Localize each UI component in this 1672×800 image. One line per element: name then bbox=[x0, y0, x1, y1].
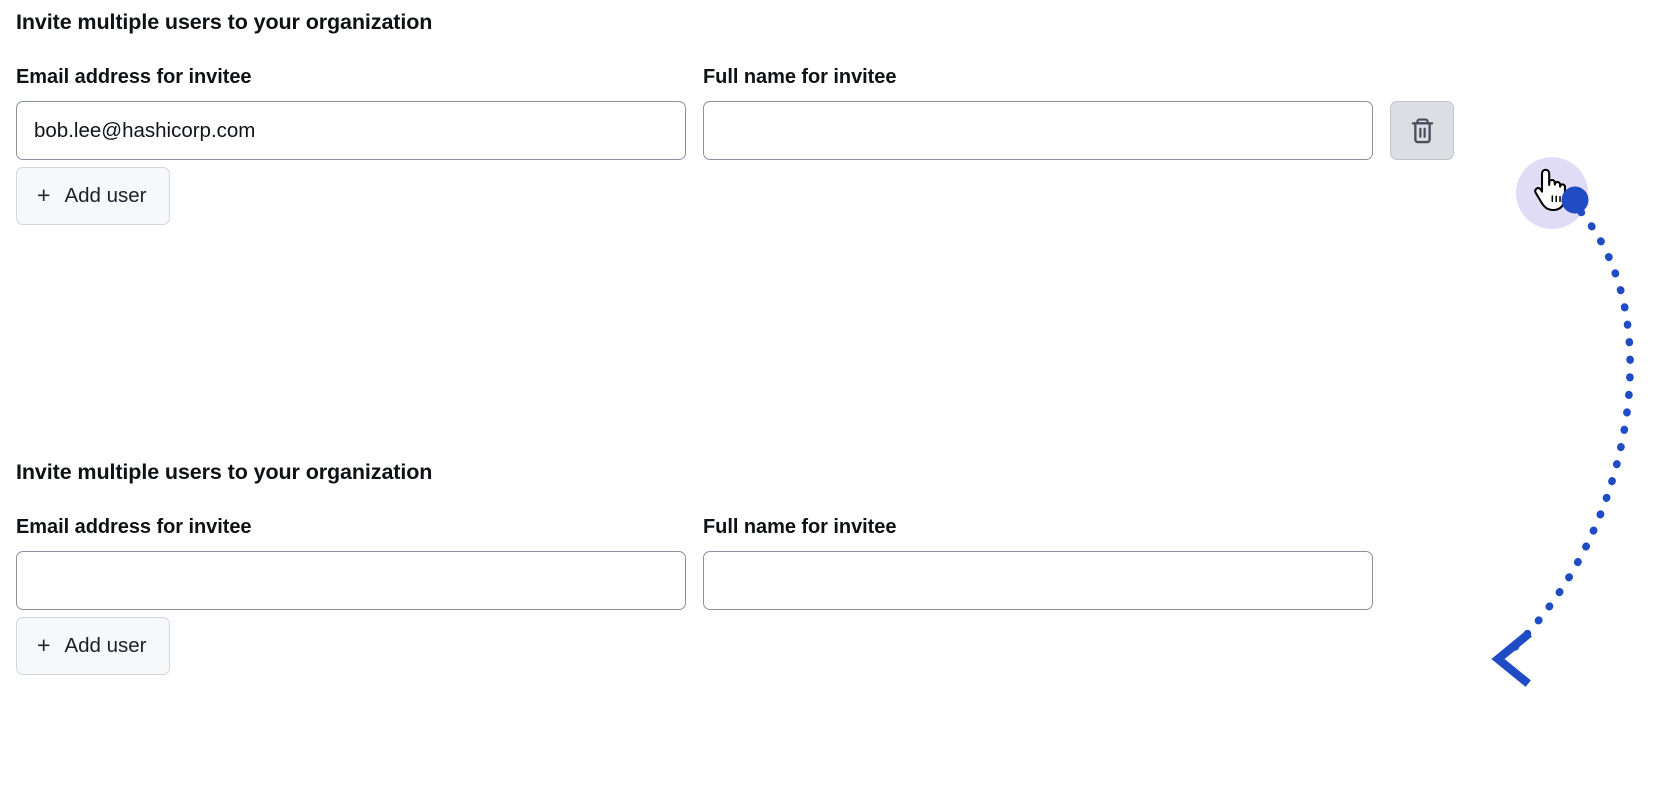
arrow-start-dot bbox=[1561, 186, 1589, 214]
email-field-group-2: Email address for invitee bbox=[16, 515, 686, 610]
arrow-dotted-curve bbox=[1501, 208, 1634, 661]
invitee-row-2: Email address for invitee Full name for … bbox=[16, 515, 1636, 610]
delete-invitee-button[interactable] bbox=[1390, 101, 1454, 160]
fullname-field-label-2: Full name for invitee bbox=[703, 516, 897, 538]
invite-section-2: Invite multiple users to your organizati… bbox=[16, 460, 1636, 675]
page-title-2: Invite multiple users to your organizati… bbox=[16, 460, 433, 484]
plus-icon-2: + bbox=[37, 631, 51, 658]
add-user-button-2[interactable]: + Add user bbox=[16, 617, 170, 675]
email-field-label-2: Email address for invitee bbox=[16, 516, 252, 538]
page-title: Invite multiple users to your organizati… bbox=[16, 10, 433, 34]
fullname-field-group: Full name for invitee bbox=[703, 65, 1373, 160]
email-field-label: Email address for invitee bbox=[16, 66, 252, 88]
cursor-halo bbox=[1516, 157, 1588, 229]
plus-icon: + bbox=[37, 181, 51, 208]
add-user-button-label-2: Add user bbox=[64, 634, 147, 657]
fullname-field-label: Full name for invitee bbox=[703, 66, 897, 88]
email-input[interactable] bbox=[16, 101, 686, 160]
email-input-2[interactable] bbox=[16, 551, 686, 610]
invite-section-1: Invite multiple users to your organizati… bbox=[16, 10, 1636, 225]
email-field-group: Email address for invitee bbox=[16, 65, 686, 160]
add-user-button[interactable]: + Add user bbox=[16, 167, 170, 225]
fullname-input[interactable] bbox=[703, 101, 1373, 160]
invitee-row-1: Email address for invitee Full name for … bbox=[16, 65, 1636, 160]
fullname-input-2[interactable] bbox=[703, 551, 1373, 610]
arrow-head-icon bbox=[1491, 630, 1532, 687]
trash-icon bbox=[1409, 116, 1436, 145]
add-user-button-label: Add user bbox=[64, 184, 147, 207]
pointing-hand-cursor-icon bbox=[1534, 168, 1567, 212]
fullname-field-group-2: Full name for invitee bbox=[703, 515, 1373, 610]
